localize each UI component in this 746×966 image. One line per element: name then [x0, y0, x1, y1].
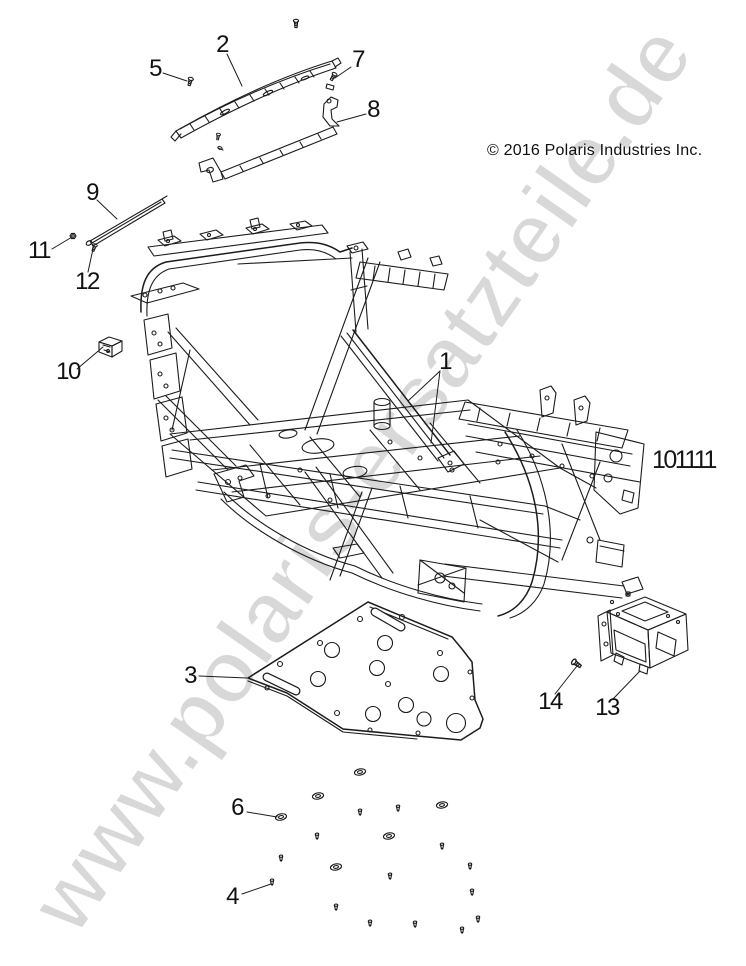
callout-14: 14 — [538, 688, 563, 715]
callout-4: 4 — [226, 883, 239, 910]
part-8-bracket-rail — [198, 96, 340, 183]
callout-6: 6 — [231, 794, 244, 821]
callout-11: 11 — [28, 237, 51, 264]
fasteners — [69, 18, 583, 934]
callout-13: 13 — [595, 694, 620, 721]
callout-12: 12 — [75, 268, 100, 295]
callout-3: 3 — [184, 662, 197, 689]
part-9-rod — [85, 195, 168, 247]
copyright-text: © 2016 Polaris Industries Inc. — [487, 142, 703, 159]
part-3-skid-plate — [247, 601, 484, 741]
part-10-block — [98, 336, 123, 358]
callout-8: 8 — [367, 96, 380, 123]
callout-10: 10 — [56, 358, 81, 385]
callout-leader-lines — [51, 53, 641, 895]
callout-1: 1 — [439, 348, 452, 375]
callout-9: 9 — [86, 179, 99, 206]
part-13-mount-bracket — [597, 591, 689, 675]
part-2-support-rail — [170, 57, 342, 142]
part-1-main-frame — [130, 217, 645, 619]
callout-7: 7 — [352, 46, 365, 73]
callout-5: 5 — [149, 55, 162, 82]
diagram-part-number: 101111 — [652, 446, 717, 474]
callout-2: 2 — [216, 31, 229, 58]
